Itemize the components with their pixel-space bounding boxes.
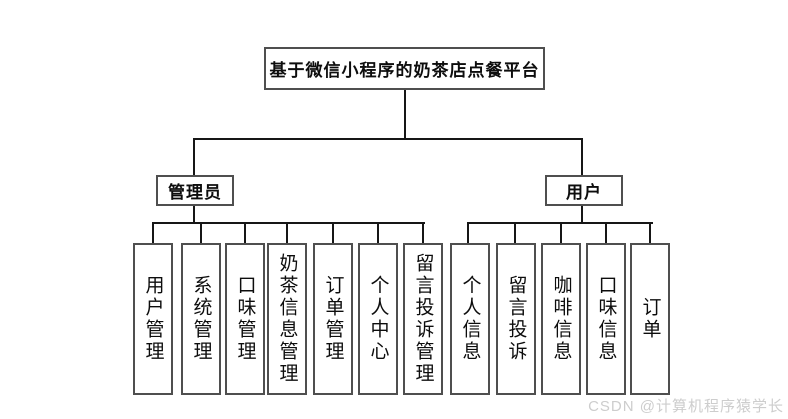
connector-stub	[377, 222, 379, 243]
node-leaf-flavor-management: 口味管理	[225, 243, 265, 395]
connector-admin-drop	[193, 138, 195, 176]
node-leaf-milktea-info-management: 奶茶信息管理	[267, 243, 307, 395]
node-leaf-flavor-info: 口味信息	[586, 243, 626, 395]
connector-stub	[467, 222, 469, 243]
connector-admin-bus	[152, 222, 425, 224]
node-leaf-user-management: 用户管理	[133, 243, 173, 395]
node-leaf-coffee-info: 咖啡信息	[541, 243, 581, 395]
csdn-watermark: CSDN @计算机程序猿学长	[588, 398, 784, 415]
connector-stub	[649, 222, 651, 243]
node-leaf-personal-info: 个人信息	[450, 243, 490, 395]
connector-user-bottom	[581, 204, 583, 224]
connector-main-horizontal	[193, 138, 583, 140]
connector-stub	[514, 222, 516, 243]
connector-stub	[560, 222, 562, 243]
node-leaf-order-management: 订单管理	[313, 243, 353, 395]
connector-stub	[152, 222, 154, 243]
connector-stub	[605, 222, 607, 243]
connector-admin-bottom	[193, 204, 195, 224]
node-leaf-complaint-management: 留言投诉管理	[403, 243, 443, 395]
connector-root-vertical	[404, 89, 406, 139]
connector-stub	[286, 222, 288, 243]
connector-stub	[244, 222, 246, 243]
node-root-title: 基于微信小程序的奶茶店点餐平台	[264, 47, 545, 90]
node-leaf-orders: 订单	[630, 243, 670, 395]
connector-stub	[200, 222, 202, 243]
node-leaf-system-management: 系统管理	[181, 243, 221, 395]
node-leaf-complaints: 留言投诉	[496, 243, 536, 395]
node-branch-admin: 管理员	[156, 175, 234, 206]
node-branch-user: 用户	[545, 175, 623, 206]
node-leaf-personal-center: 个人中心	[358, 243, 398, 395]
connector-user-drop	[581, 138, 583, 176]
connector-stub	[332, 222, 334, 243]
connector-stub	[422, 222, 424, 243]
